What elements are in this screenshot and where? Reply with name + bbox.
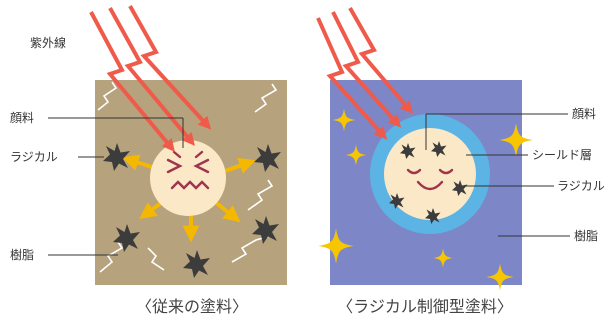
label-pigment-left: 顔料 <box>10 110 34 125</box>
crack-line-icon <box>99 241 124 273</box>
crack-lines <box>97 81 278 273</box>
lightning-arrow-icon <box>316 17 388 140</box>
label-resin-left: 樹脂 <box>10 247 34 262</box>
caption-conventional: 〈従来の塗料〉 <box>136 297 248 316</box>
lightning-arrow-icon <box>89 11 175 152</box>
smiling-face <box>406 168 454 191</box>
radical-control-paint-diagram: 顔料 シールド層 ラジカル 樹脂 〈ラジカル制御型塗料〉 <box>316 7 605 316</box>
lightning-arrow-icon <box>108 7 195 146</box>
crack-line-icon <box>254 83 278 113</box>
label-radical-left: ラジカル <box>10 150 58 164</box>
pigment-particle-right <box>384 128 476 220</box>
label-uv: 紫外線 <box>30 35 66 50</box>
label-radical-right: ラジカル <box>557 179 605 193</box>
label-shield: シールド層 <box>532 148 592 162</box>
lightning-arrow-icon <box>348 7 413 114</box>
pigment-particle-left <box>150 140 226 216</box>
label-resin-right: 樹脂 <box>574 228 598 243</box>
uv-rays-right <box>316 7 413 140</box>
conventional-paint-diagram: 紫外線 顔料 ラジカル 樹脂 〈従来の塗料〉 <box>10 5 287 316</box>
uv-rays-left <box>89 5 212 152</box>
crack-line-icon <box>247 179 274 211</box>
caption-radical-control: 〈ラジカル制御型塗料〉 <box>337 297 513 316</box>
distressed-face <box>166 150 210 190</box>
crack-line-icon <box>97 81 118 111</box>
left-labels: 紫外線 顔料 ラジカル 樹脂 <box>10 35 184 262</box>
emission-arrow <box>121 154 156 171</box>
label-pigment-right: 顔料 <box>572 106 596 121</box>
right-labels: 顔料 シールド層 ラジカル 樹脂 <box>425 106 605 243</box>
emission-arrow <box>221 157 256 174</box>
lightning-arrow-icon <box>128 5 212 130</box>
emission-arrow <box>212 199 241 223</box>
lightning-arrow-icon <box>331 11 402 128</box>
crack-line-icon <box>147 247 165 271</box>
